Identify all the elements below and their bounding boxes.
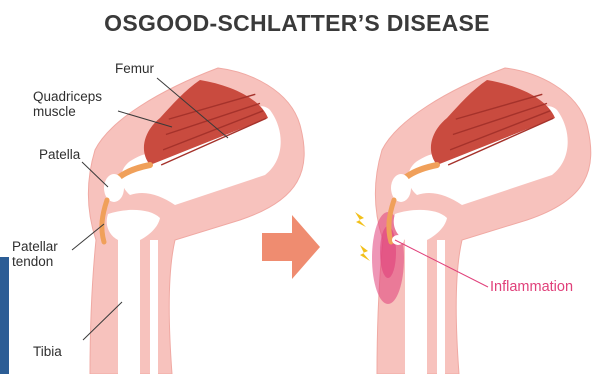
label-patella: Patella <box>39 147 80 162</box>
transition-arrow <box>262 215 320 279</box>
label-patellar-tendon: Patellar tendon <box>12 239 72 269</box>
label-femur: Femur <box>115 61 154 76</box>
pain-spark-icon <box>360 245 370 261</box>
normal-fibula-bone <box>150 240 158 374</box>
label-tibia: Tibia <box>33 344 62 359</box>
pain-spark-icon <box>355 212 366 227</box>
label-inflammation: Inflammation <box>490 280 573 295</box>
label-quadriceps-muscle: Quadriceps muscle <box>33 89 143 119</box>
inflamed-fibula-bone <box>437 240 445 374</box>
side-accent-bar <box>0 257 9 374</box>
inflamed-knee <box>355 68 591 374</box>
